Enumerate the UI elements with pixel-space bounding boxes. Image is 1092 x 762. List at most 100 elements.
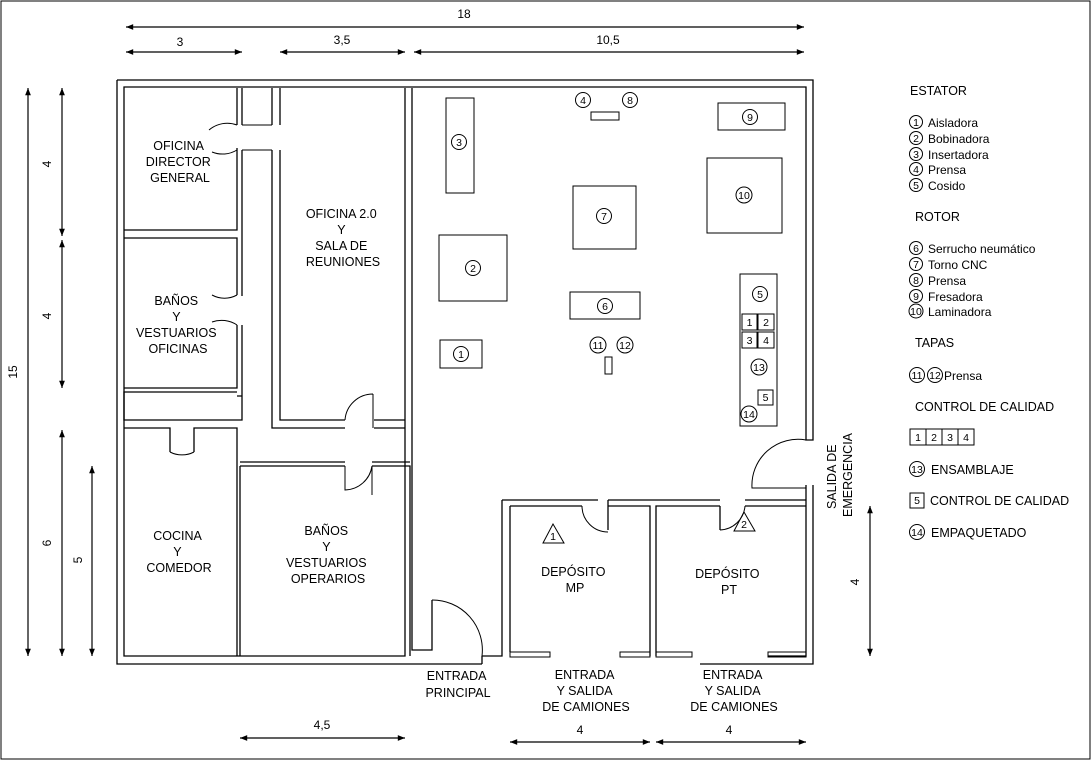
machine-7-label: 7 bbox=[601, 211, 607, 223]
legend-estator-2-num: 2 bbox=[913, 133, 919, 145]
sliding-door-2a bbox=[655, 651, 693, 658]
wall-banos-ofi bbox=[124, 237, 238, 389]
legend-estator-2-label: Bobinadora bbox=[928, 132, 990, 146]
outer-wall-right-lower-outer bbox=[700, 485, 814, 665]
dim-label-10-5: 10,5 bbox=[596, 33, 620, 47]
dim-label-6: 6 bbox=[40, 539, 54, 546]
door-banos-ofi bbox=[211, 294, 238, 326]
dim-label-18: 18 bbox=[457, 7, 471, 21]
legend-rotor-6-label: Serrucho neumático bbox=[928, 242, 1036, 256]
door-deposito-pt bbox=[719, 505, 746, 531]
legend-control-calidad-num: 5 bbox=[914, 495, 920, 507]
machine-10-label: 10 bbox=[738, 190, 750, 202]
outer-wall bbox=[117, 79, 814, 657]
legend-tapas-11-num: 11 bbox=[912, 370, 923, 382]
machines: 3 2 1 4 8 7 6 11 12 9 10 5 1 bbox=[438, 92, 786, 544]
entrance-camiones-1: ENTRADA Y SALIDA DE CAMIONES bbox=[542, 668, 630, 714]
legend-control-title: CONTROL DE CALIDAD bbox=[915, 400, 1054, 414]
door-corridor-top bbox=[242, 124, 272, 151]
legend-estator-5-num: 5 bbox=[913, 180, 919, 192]
qc-box-3-label: 3 bbox=[747, 335, 753, 347]
wall-depositos-inner bbox=[510, 505, 806, 656]
dim-label-4-5: 4,5 bbox=[314, 718, 331, 732]
wall-oficina2 bbox=[271, 88, 405, 429]
legend-estator-4-label: Prensa bbox=[928, 163, 966, 177]
room-oficina-2: OFICINA 2.0 Y SALA DE REUNIONES bbox=[306, 207, 380, 269]
qc-box-1 bbox=[741, 313, 758, 331]
legend-estator-title: ESTATOR bbox=[910, 84, 967, 98]
qc-box-5-label: 5 bbox=[763, 392, 769, 404]
legend-rotor-7-num: 7 bbox=[913, 259, 919, 271]
dimension-labels: 18 3 3,5 10,5 15 4 4 6 5 4,5 4 4 4 bbox=[6, 7, 862, 737]
machine-6-label: 6 bbox=[602, 301, 608, 313]
room-labels: OFICINA DIRECTOR GENERAL BAÑOS Y VESTUAR… bbox=[136, 139, 855, 714]
legend-estator-3-num: 3 bbox=[913, 149, 919, 161]
machine-13-label: 13 bbox=[753, 362, 765, 374]
machine-8-label: 8 bbox=[627, 95, 633, 107]
machine-4-circle bbox=[575, 92, 591, 108]
machine-3-label: 3 bbox=[456, 137, 462, 149]
room-banos-operarios: BAÑOS Y VESTUARIOS OPERARIOS bbox=[286, 524, 370, 586]
qc-box-4-label: 4 bbox=[763, 335, 769, 347]
wall-director bbox=[124, 148, 238, 231]
machine-11-circle bbox=[589, 336, 607, 354]
legend-rotor-7-label: Torno CNC bbox=[928, 258, 988, 272]
door-cocina bbox=[169, 430, 195, 456]
door-banos-op bbox=[344, 465, 373, 495]
legend-rotor-8-label: Prensa bbox=[928, 274, 966, 288]
dim-label-3: 3 bbox=[177, 35, 184, 49]
machine-8-circle bbox=[622, 92, 638, 108]
entrance-principal: ENTRADA PRINCIPAL bbox=[425, 669, 490, 700]
sliding-door-2b bbox=[767, 651, 807, 658]
dim-label-4-mid: 4 bbox=[40, 312, 54, 319]
salida-emergencia: SALIDA DE EMERGENCIA bbox=[825, 432, 855, 517]
machine-14-label: 14 bbox=[743, 409, 755, 421]
room-cocina: COCINA Y COMEDOR bbox=[146, 529, 211, 575]
wall-banos-op bbox=[239, 465, 411, 656]
dim-label-4-top: 4 bbox=[40, 160, 54, 167]
door-oficina2 bbox=[344, 393, 374, 428]
legend-control-box-3: 3 bbox=[947, 432, 953, 444]
machine-9-label: 9 bbox=[747, 112, 753, 124]
room-deposito-pt: DEPÓSITO PT bbox=[695, 566, 763, 597]
qc-box-3 bbox=[741, 331, 758, 349]
machine-11-label: 11 bbox=[593, 340, 604, 352]
legend-rotor-9-num: 9 bbox=[913, 291, 919, 303]
qc-box-4 bbox=[757, 331, 775, 349]
door-director bbox=[208, 122, 238, 155]
legend-rotor-6-num: 6 bbox=[913, 243, 919, 255]
wall-oficina2-inner bbox=[279, 88, 405, 421]
legend-estator-5-label: Cosido bbox=[928, 179, 966, 193]
room-banos-oficinas: BAÑOS Y VESTUARIOS OFICINAS bbox=[136, 294, 220, 356]
door-emergencia bbox=[751, 438, 807, 489]
legend-control-box-1: 1 bbox=[915, 432, 921, 444]
dim-label-15: 15 bbox=[6, 365, 20, 379]
qc-box-5 bbox=[757, 389, 774, 406]
machine-2-label: 2 bbox=[470, 263, 476, 275]
triangle-2-icon bbox=[733, 510, 756, 532]
wall-plant-left bbox=[411, 88, 483, 664]
room-deposito-mp: DEPÓSITO MP bbox=[541, 564, 609, 595]
qc-box-2-label: 2 bbox=[763, 317, 769, 329]
legend-empaquetado-label: EMPAQUETADO bbox=[931, 526, 1027, 540]
machine-12-circle bbox=[616, 336, 634, 354]
dim-label-5: 5 bbox=[71, 556, 85, 563]
triangle-1-icon bbox=[542, 522, 565, 544]
dimension-lines bbox=[25, 24, 873, 745]
machine-11-12-prensa bbox=[604, 356, 613, 375]
outer-wall-left-bottom bbox=[116, 80, 482, 665]
room-oficina-director: OFICINA DIRECTOR GENERAL bbox=[146, 139, 215, 185]
outer-wall-right-lower bbox=[768, 485, 807, 657]
door-principal bbox=[431, 599, 483, 657]
legend-rotor-8-num: 8 bbox=[913, 275, 919, 287]
legend-tapas-title: TAPAS bbox=[915, 336, 954, 350]
wall-deposito-mp-left bbox=[482, 500, 511, 657]
machine-5-label: 5 bbox=[757, 289, 763, 301]
machine-4-8-prensa bbox=[590, 111, 620, 121]
legend-ensamblaje-num: 13 bbox=[911, 464, 923, 476]
qc-box-1-label: 1 bbox=[747, 317, 753, 329]
dim-label-4-b: 4 bbox=[726, 723, 733, 737]
wall-corridor-left bbox=[123, 88, 243, 421]
legend-estator-4-num: 4 bbox=[913, 164, 919, 176]
